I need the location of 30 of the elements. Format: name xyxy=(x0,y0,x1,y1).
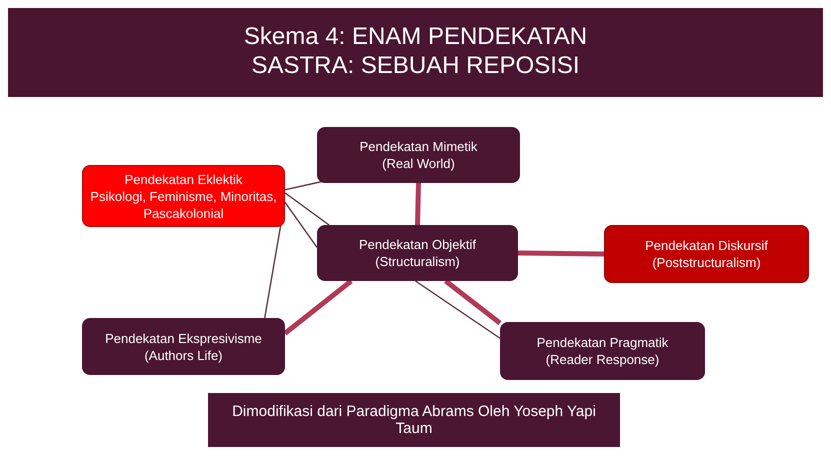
node-label: Pendekatan Ekspresivisme xyxy=(105,330,262,346)
node-label: (Authors Life) xyxy=(144,346,223,364)
approach-box xyxy=(208,393,620,447)
node-label: Pendekatan Objektif xyxy=(358,236,476,253)
node-label: (Structuralism) xyxy=(375,253,460,270)
node-label: Pendekatan Diskursif xyxy=(645,237,768,254)
approach-box xyxy=(604,225,809,283)
connector-line xyxy=(415,280,500,339)
connector-line xyxy=(444,279,502,326)
connector-line xyxy=(264,224,282,318)
node-label: Psikologi, Feminisme, Minoritas, Pascakolonial xyxy=(89,188,278,222)
node-label: Pendekatan Mimetik xyxy=(360,138,478,155)
connector-line xyxy=(415,182,421,226)
node-label: Pendekatan Pragmatik xyxy=(536,334,668,351)
approach-box xyxy=(317,127,520,183)
approach-box xyxy=(82,318,285,375)
connector-line xyxy=(284,192,330,226)
node-label: (Real World) xyxy=(382,155,455,172)
title-banner: Skema 4: ENAM PENDEKATAN SASTRA: SEBUAH REPOSISI xyxy=(8,8,823,97)
node-label: Dimodifikasi dari Paradigma Abrams Oleh Yoseph Yapi Taum xyxy=(231,403,597,437)
node-label: Pendekatan Eklektik xyxy=(124,170,242,188)
approach-box xyxy=(317,225,518,281)
connector-line xyxy=(518,250,604,256)
node-label: (Poststructuralism) xyxy=(652,254,761,271)
approach-box xyxy=(82,165,285,227)
connector-line xyxy=(284,180,324,190)
connector-line xyxy=(284,202,318,248)
node-label: (Reader Response) xyxy=(546,351,660,368)
approach-box xyxy=(500,322,705,380)
connector-line xyxy=(283,279,353,336)
